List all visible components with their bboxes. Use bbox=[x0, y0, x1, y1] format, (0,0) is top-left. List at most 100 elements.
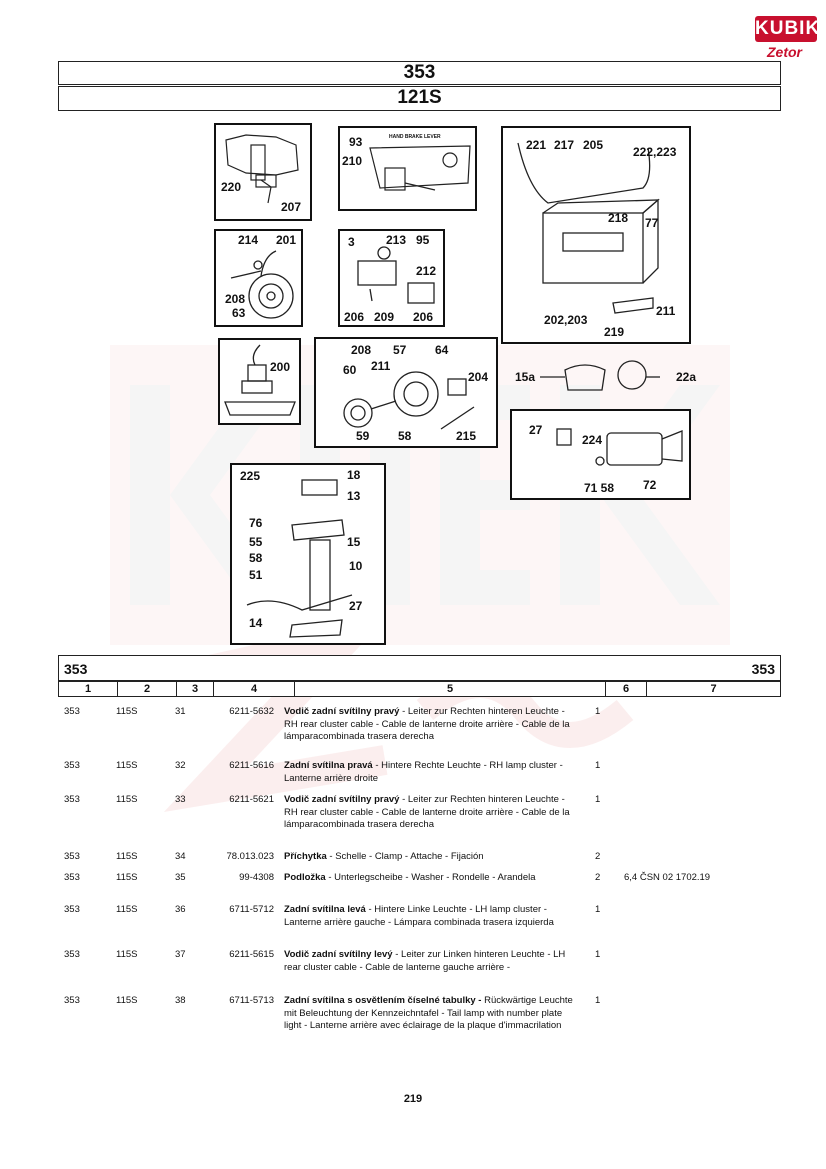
cell-description: Vodič zadní svítilny pravý - Leiter zur … bbox=[284, 794, 574, 832]
cell-part-desc: Rückwärtige Leuchte mit Beleuchtung der … bbox=[284, 995, 573, 1031]
callout-14: 14 bbox=[249, 616, 263, 630]
cell-quantity: 1 bbox=[595, 760, 601, 771]
cell-model: 115S bbox=[116, 851, 138, 862]
cell-note: 6,4 ČSN 02 1702.19 bbox=[624, 872, 711, 883]
callout-72: 72 bbox=[643, 478, 657, 492]
callout-211-alternator: 211 bbox=[371, 359, 391, 373]
callout-214: 214 bbox=[238, 233, 259, 247]
table-row: 353 115S 31 6211-5632 Vodič zadní svítil… bbox=[58, 706, 779, 760]
cell-quantity: 1 bbox=[595, 995, 601, 1006]
figure-starter bbox=[510, 409, 691, 500]
cell-model: 115S bbox=[116, 760, 138, 771]
callout-206-right: 206 bbox=[413, 310, 434, 324]
callout-217: 217 bbox=[554, 138, 575, 152]
callout-212: 212 bbox=[416, 264, 437, 278]
cell-position: 31 bbox=[175, 706, 186, 717]
figure-bracket bbox=[230, 463, 386, 645]
callout-220: 220 bbox=[221, 180, 242, 194]
cell-model: 115S bbox=[116, 794, 138, 805]
figure-sender bbox=[218, 338, 301, 425]
callout-71-58: 71 58 bbox=[584, 481, 615, 495]
cell-description: Vodič zadní svítilny pravý - Leiter zur … bbox=[284, 706, 574, 744]
group-header: 353 bbox=[58, 61, 781, 85]
callout-77: 77 bbox=[645, 216, 659, 230]
alternator-drawing bbox=[343, 371, 475, 430]
cell-part-number: 6711-5712 bbox=[229, 904, 274, 915]
cell-position: 34 bbox=[175, 851, 186, 862]
callout-206-left: 206 bbox=[344, 310, 365, 324]
cell-group: 353 bbox=[64, 794, 80, 805]
figure-alternator bbox=[314, 337, 498, 448]
callout-221: 221 bbox=[526, 138, 547, 152]
figure-hand-brake bbox=[338, 126, 477, 211]
callout-27-starter: 27 bbox=[529, 423, 543, 437]
figure-regulator bbox=[338, 229, 445, 327]
figure-battery bbox=[501, 126, 691, 344]
table-row: 353 115S 32 6211-5616 Zadní svítilna pra… bbox=[58, 760, 779, 794]
callout-58-bracket: 58 bbox=[249, 551, 263, 565]
cell-quantity: 1 bbox=[595, 794, 601, 805]
figure-brake-switch bbox=[214, 123, 312, 221]
cell-model: 115S bbox=[116, 949, 138, 960]
cell-part-desc: - Schelle - Clamp - Attache - Fijación bbox=[326, 851, 484, 862]
callout-3: 3 bbox=[348, 235, 355, 249]
cell-description: Zadní svítilna pravá - Hintere Rechte Le… bbox=[284, 760, 574, 785]
callout-58-alternator: 58 bbox=[398, 429, 412, 443]
callout-60: 60 bbox=[343, 363, 357, 377]
cell-group: 353 bbox=[64, 995, 80, 1006]
cell-group: 353 bbox=[64, 949, 80, 960]
cell-position: 32 bbox=[175, 760, 186, 771]
cell-group: 353 bbox=[64, 851, 80, 862]
table-group-right: 353 bbox=[751, 661, 775, 677]
cell-part-number: 6711-5713 bbox=[229, 995, 274, 1006]
column-header-3: 3 bbox=[177, 682, 214, 696]
parts-table: 353 115S 31 6211-5632 Vodič zadní svítil… bbox=[58, 706, 779, 1061]
cell-part-name: Zadní svítilna s osvětlením čísel­né tab… bbox=[284, 995, 482, 1006]
cell-group: 353 bbox=[64, 706, 80, 717]
callout-22a: 22a bbox=[676, 370, 697, 384]
hand-brake-lever-label: HAND BRAKE LEVER bbox=[389, 134, 441, 140]
regulator-drawing bbox=[357, 246, 435, 304]
cell-quantity: 1 bbox=[595, 904, 601, 915]
battery-drawing bbox=[517, 142, 660, 314]
brake-switch-drawing bbox=[225, 134, 299, 204]
cell-part-name: Podložka bbox=[284, 872, 326, 883]
cell-group: 353 bbox=[64, 904, 80, 915]
cell-part-number: 6211-5632 bbox=[229, 706, 274, 717]
cell-quantity: 2 bbox=[595, 872, 601, 883]
cell-part-name: Vodič zadní svítilny levý bbox=[284, 949, 393, 960]
callout-204: 204 bbox=[468, 370, 489, 384]
cell-part-desc: - Leiter zur Rechten hinteren Leuchte - … bbox=[284, 706, 570, 742]
starter-drawing bbox=[556, 428, 683, 466]
callout-55: 55 bbox=[249, 535, 263, 549]
callout-213: 213 bbox=[386, 233, 407, 247]
cell-group: 353 bbox=[64, 872, 80, 883]
callout-10: 10 bbox=[349, 559, 363, 573]
cell-position: 38 bbox=[175, 995, 186, 1006]
cell-part-name: Vodič zadní svítilny pravý bbox=[284, 794, 400, 805]
column-header-7: 7 bbox=[710, 683, 717, 695]
cell-description: Příchytka - Schelle - Clamp - Attache - … bbox=[284, 851, 574, 864]
cell-part-number: 78.013.023 bbox=[226, 851, 274, 862]
model-header: 121S bbox=[58, 86, 781, 111]
cell-part-desc: - Leiter zur Rechten hinteren Leuchte - … bbox=[284, 794, 570, 830]
sender-drawing bbox=[224, 344, 296, 416]
cell-part-name: Zadní svítilna pravá bbox=[284, 760, 373, 771]
callout-27-bracket: 27 bbox=[349, 599, 363, 613]
logo-sub: Zetor bbox=[767, 44, 802, 60]
cell-model: 115S bbox=[116, 706, 138, 717]
callout-224: 224 bbox=[582, 433, 603, 447]
callout-207: 207 bbox=[281, 200, 302, 214]
cell-description: Zadní svítilna levá - Hintere Linke Leuc… bbox=[284, 904, 574, 929]
horn-drawing bbox=[230, 250, 294, 319]
callout-208-alternator: 208 bbox=[351, 343, 372, 357]
callout-63: 63 bbox=[232, 306, 246, 320]
cell-quantity: 2 bbox=[595, 851, 601, 862]
table-group-bar: 353 353 bbox=[58, 655, 781, 681]
page-number: 219 bbox=[403, 1093, 423, 1105]
cell-description: Zadní svítilna s osvětlením čísel­né tab… bbox=[284, 995, 574, 1033]
callout-219: 219 bbox=[604, 325, 625, 339]
callout-15-bracket: 15 bbox=[347, 535, 361, 549]
cell-part-name: Příchytka bbox=[284, 851, 327, 862]
callout-18: 18 bbox=[347, 468, 361, 482]
